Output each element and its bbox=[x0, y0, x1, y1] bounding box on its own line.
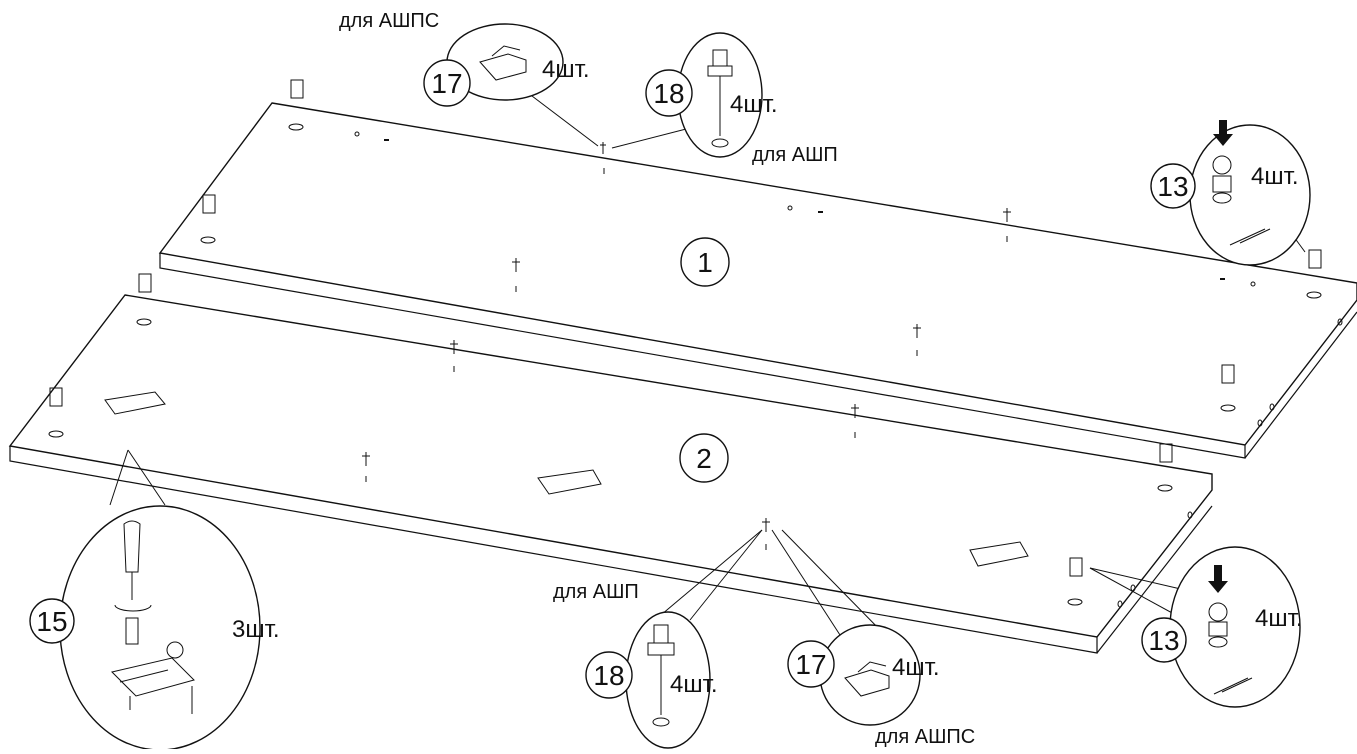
svg-text:4шт.: 4шт. bbox=[670, 671, 718, 698]
svg-text:13: 13 bbox=[1157, 171, 1188, 202]
panel-1 bbox=[158, 79, 1357, 459]
label-ashps-top: для АШПС bbox=[339, 10, 439, 32]
callout-13-top: 13 4шт. bbox=[1150, 120, 1311, 266]
panel-2 bbox=[8, 273, 1213, 654]
svg-text:1: 1 bbox=[697, 247, 713, 278]
callout-17-top: 17 4шт. bbox=[423, 23, 599, 147]
callout-17-bottom: 17 4шт. bbox=[771, 529, 940, 726]
label-ashp-bottom: для АШП bbox=[553, 581, 639, 603]
svg-text:15: 15 bbox=[36, 606, 67, 637]
svg-text:2: 2 bbox=[696, 443, 712, 474]
svg-text:4шт.: 4шт. bbox=[1255, 605, 1303, 632]
panel-2-label: 2 bbox=[679, 433, 729, 483]
svg-text:4шт.: 4шт. bbox=[730, 91, 778, 118]
callout-18-top: 18 4шт. bbox=[611, 32, 778, 158]
label-ashp-top: для АШП bbox=[752, 144, 838, 166]
svg-text:17: 17 bbox=[795, 649, 826, 680]
svg-text:4шт.: 4шт. bbox=[892, 654, 940, 681]
svg-text:18: 18 bbox=[593, 660, 624, 691]
label-ashps-bottom: для АШПС bbox=[875, 726, 975, 748]
callout-15: 15 3шт. bbox=[29, 449, 280, 751]
callout-18-bottom: 18 4шт. bbox=[585, 529, 763, 749]
svg-text:17: 17 bbox=[431, 68, 462, 99]
svg-text:13: 13 bbox=[1148, 625, 1179, 656]
svg-text:18: 18 bbox=[653, 78, 684, 109]
svg-text:4шт.: 4шт. bbox=[542, 56, 590, 83]
callout-13-bottom: 13 4шт. bbox=[1089, 546, 1303, 708]
svg-text:4шт.: 4шт. bbox=[1251, 163, 1299, 190]
panel-1-label: 1 bbox=[680, 237, 730, 287]
svg-text:3шт.: 3шт. bbox=[232, 616, 280, 643]
